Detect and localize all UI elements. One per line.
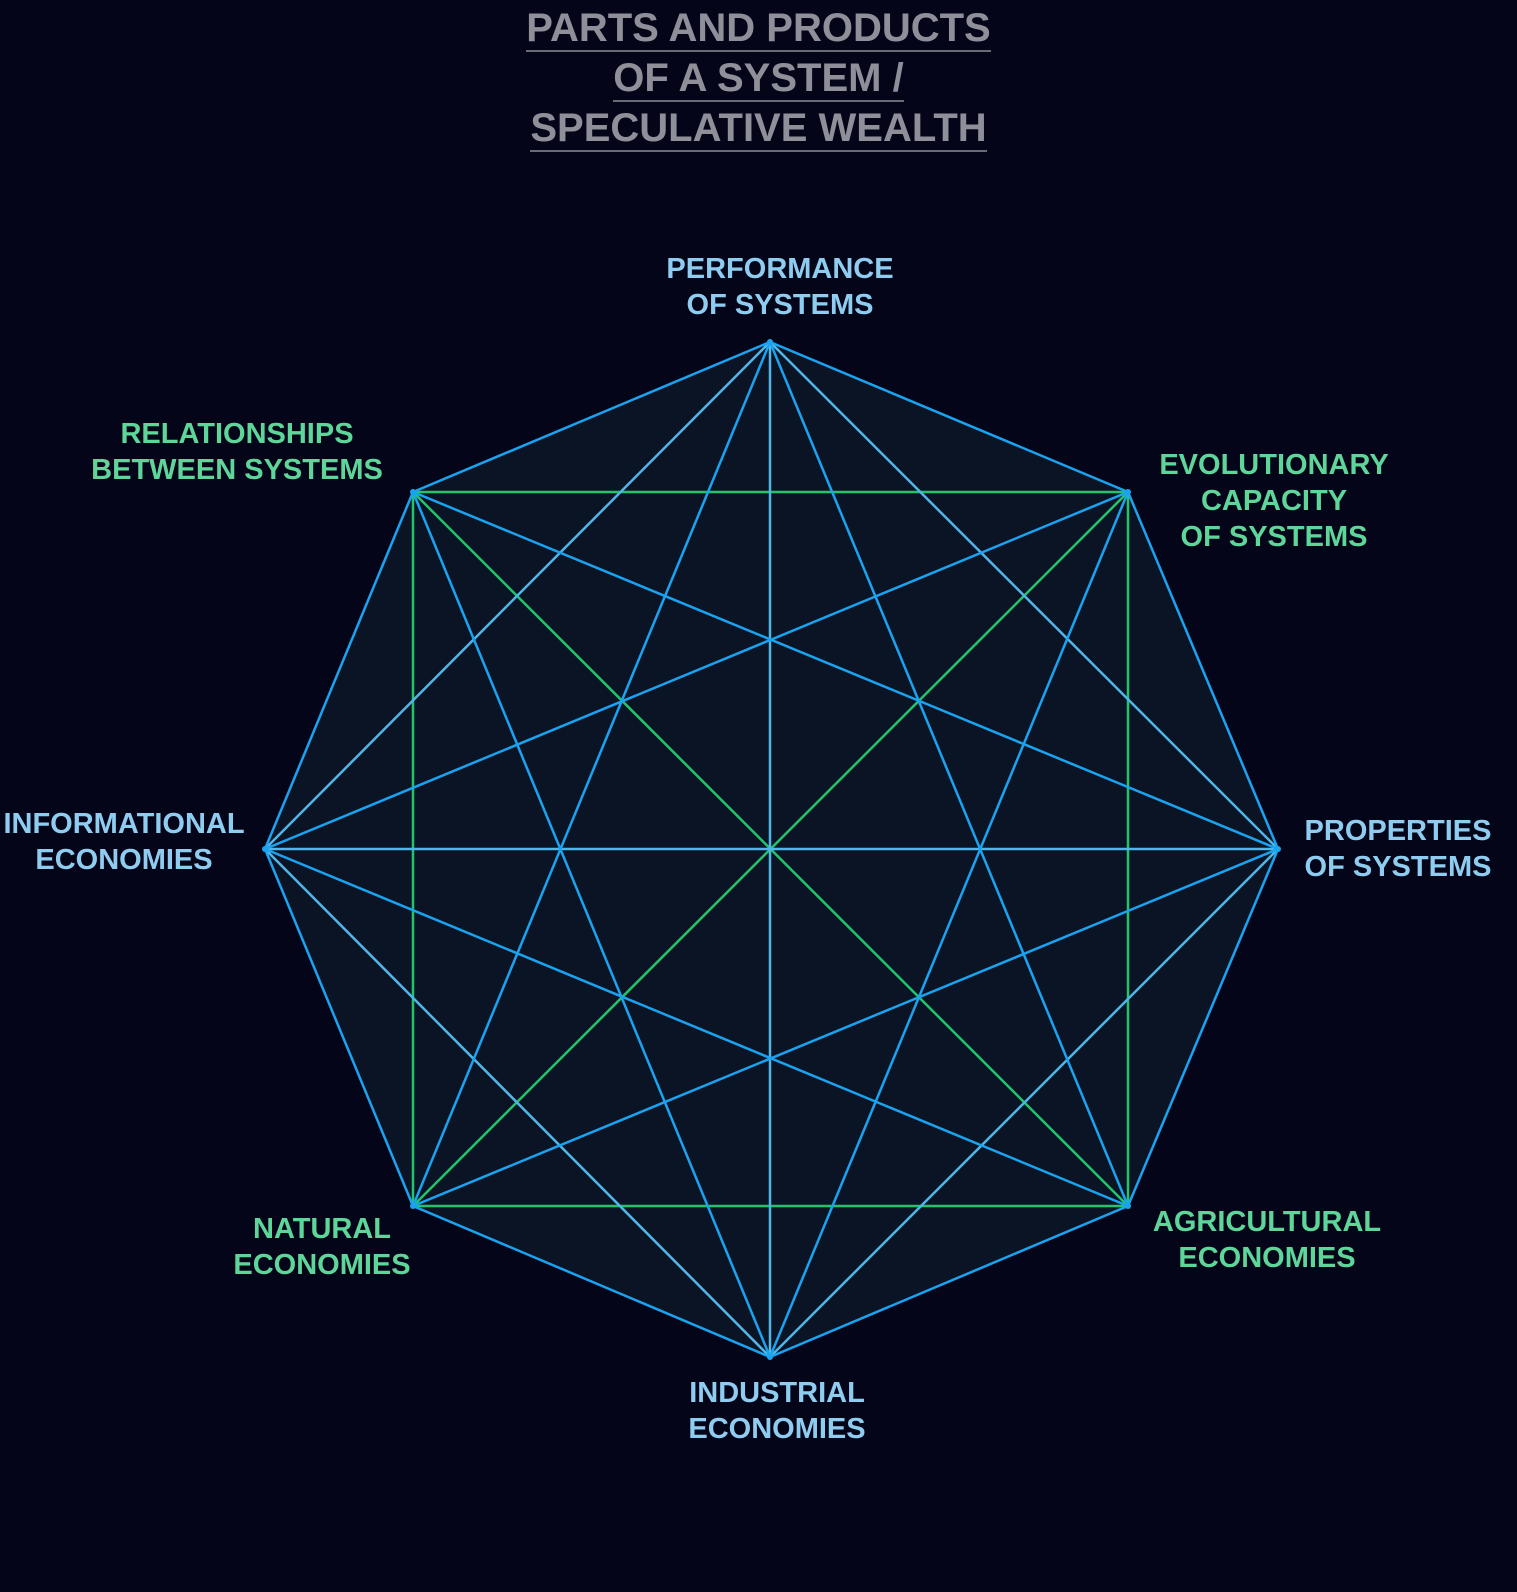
blue-diamond-edge [264, 341, 771, 850]
node-point-relationships [410, 489, 416, 495]
title-line-3: SPECULATIVE WEALTH [530, 106, 987, 152]
label-performance: PERFORMANCE OF SYSTEMS [666, 253, 894, 321]
label-properties: PROPERTIES OF SYSTEMS [1304, 815, 1492, 883]
label-relationships: RELATIONSHIPS BETWEEN SYSTEMS [91, 418, 383, 486]
star-line [768, 341, 1130, 1207]
node-point-evolutionary [1125, 489, 1131, 495]
node-point-properties [1275, 846, 1281, 852]
label-agricultural: AGRICULTURAL ECONOMIES [1152, 1206, 1382, 1274]
connection-lines [263, 340, 1280, 1359]
octagon-edge [1126, 848, 1280, 1207]
blue-diamond-edge [769, 341, 1279, 850]
octagon-edge [769, 340, 1129, 494]
star-line [264, 490, 1129, 851]
octagon-edge [412, 1204, 771, 1359]
octagon-edge [412, 340, 771, 494]
star-line [264, 847, 1129, 1208]
star-line [411, 491, 772, 1358]
star-line [412, 847, 1279, 1208]
star-line [412, 490, 1279, 851]
octagon-edge [769, 1204, 1129, 1359]
octagon-edge [263, 848, 415, 1207]
octagon-edge [1126, 491, 1280, 850]
title-line-1: PARTS AND PRODUCTS [526, 6, 991, 52]
diagram-title: PARTS AND PRODUCTS OF A SYSTEM / SPECULA… [0, 4, 1517, 154]
node-point-industrial [767, 1354, 773, 1360]
octagon-edge [263, 491, 415, 850]
title-line-2: OF A SYSTEM / [613, 56, 904, 102]
label-natural: NATURAL ECONOMIES [233, 1213, 411, 1281]
node-points [262, 339, 1281, 1360]
label-industrial: INDUSTRIAL ECONOMIES [688, 1377, 866, 1445]
star-line [411, 341, 772, 1207]
node-point-informational [262, 846, 268, 852]
label-evolutionary: EVOLUTIONARY CAPACITY OF SYSTEMS [1159, 449, 1389, 553]
node-point-natural [410, 1203, 416, 1209]
blue-diamond-edge [264, 848, 771, 1358]
node-point-performance [767, 339, 773, 345]
node-point-agricultural [1125, 1203, 1131, 1209]
star-line [768, 491, 1130, 1358]
label-informational: INFORMATIONAL ECONOMIES [3, 808, 245, 876]
blue-diamond-edge [769, 848, 1279, 1358]
